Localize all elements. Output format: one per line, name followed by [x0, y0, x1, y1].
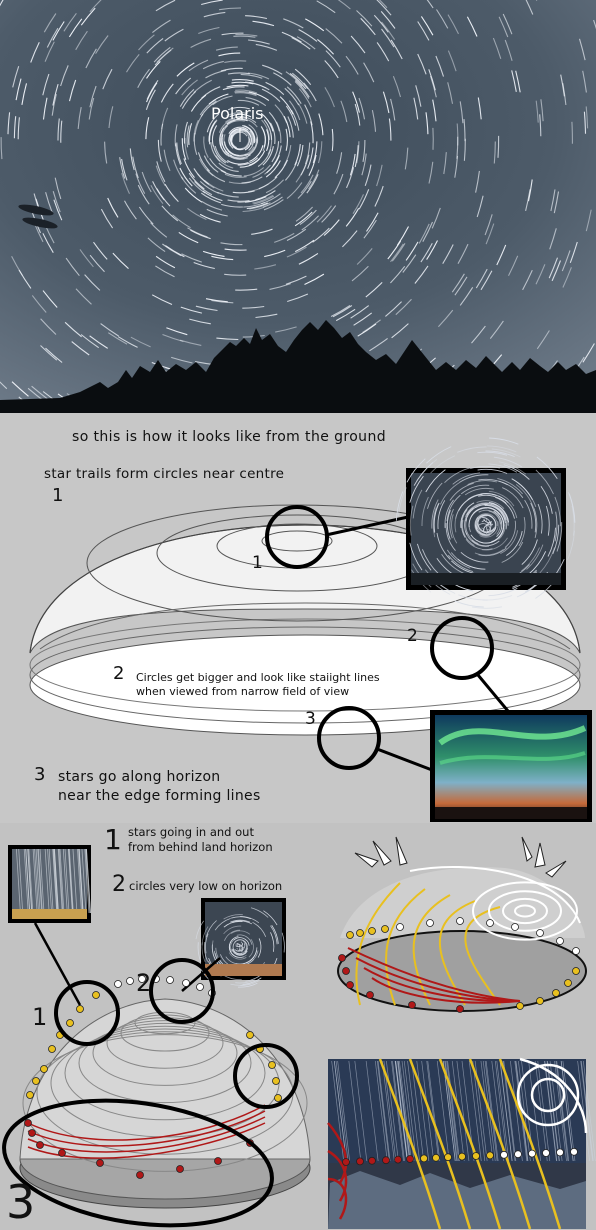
horizon-trail-photo: [327, 1057, 596, 1230]
tree-silhouette: [0, 320, 596, 413]
p3-item1-line2: from behind land horizon: [128, 840, 273, 854]
horizon-view-panel: 1 stars going in and out from behind lan…: [0, 823, 596, 1230]
zoom-circle-2: [149, 958, 215, 1024]
zoom-circle-3: [233, 1043, 299, 1109]
inset-low-circles: [195, 898, 286, 988]
zoom-circle-1: [54, 980, 120, 1046]
star-trail-photo-panel: Polaris: [0, 0, 596, 413]
inset-horizon-trails-1: [8, 845, 91, 923]
sky-dome-diagram: [29, 437, 592, 822]
item3-number: 3: [34, 764, 46, 785]
inset-circular-trails: [395, 437, 576, 609]
p3-item2-text: circles very low on horizon: [129, 879, 283, 893]
dome-label-3: 3: [305, 709, 316, 729]
p3-dome-label-3: 3: [6, 1175, 36, 1229]
item2-number: 2: [113, 663, 125, 684]
p3-dome-label-2: 2: [136, 969, 152, 997]
item2-line2: when viewed from narrow field of view: [136, 685, 350, 698]
item1-number: 1: [52, 485, 64, 506]
dark-streak: [22, 217, 58, 229]
zoom-circle-2: [430, 616, 494, 680]
dome-label-2: 2: [407, 626, 418, 646]
dome-label-1: 1: [252, 553, 263, 573]
zoom-circle-3: [317, 706, 381, 770]
zoom-circle-1: [265, 505, 329, 569]
polaris-label: Polaris: [211, 104, 264, 123]
horizon-dome: [19, 975, 311, 1209]
p3-item1-number: 1: [104, 823, 122, 856]
panel2-title: so this is how it looks like from the gr…: [72, 429, 387, 445]
star-trail-photo: [0, 0, 596, 413]
p3-item1-line1: stars going in and out: [128, 825, 254, 839]
dark-streak: [18, 204, 54, 216]
item3-line2: near the edge forming lines: [58, 788, 261, 804]
star-trails: [0, 0, 596, 413]
p3-dome-label-1: 1: [32, 1003, 48, 1031]
ground-view-panel: so this is how it looks like from the gr…: [0, 413, 596, 823]
item3-line1: stars go along horizon: [58, 769, 221, 785]
item1-text: star trails form circles near centre: [44, 466, 285, 482]
colored-trail-dome: [337, 836, 587, 1013]
inset-aurora-photo: [430, 710, 592, 822]
item2-line1: Circles get bigger and look like staiigh…: [136, 671, 380, 684]
p3-item2-number: 2: [112, 872, 126, 897]
horizon-diagrams: [2, 836, 596, 1230]
zoom-ellipse-horizon: [2, 1098, 274, 1228]
